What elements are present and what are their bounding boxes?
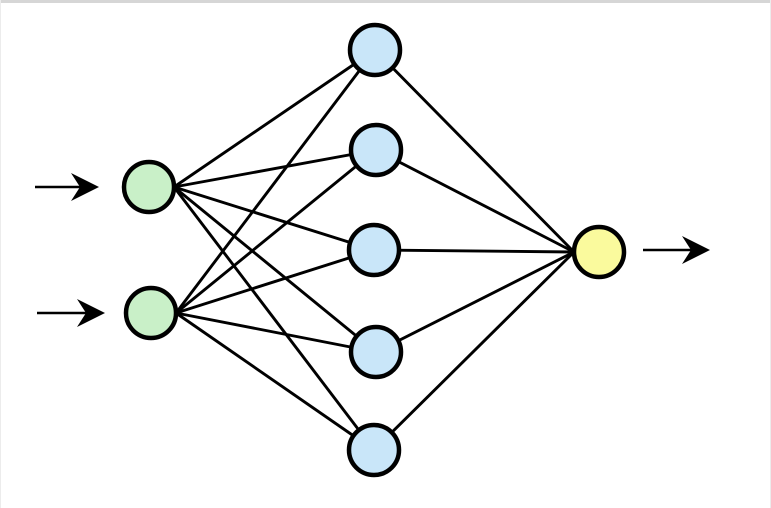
connection-line-input-1-to-hidden-5 xyxy=(172,186,376,451)
input-arrow-1-head-icon xyxy=(71,173,99,201)
output-arrow-head-icon xyxy=(682,236,710,264)
input-arrow-1 xyxy=(35,173,99,201)
connection-line-input-2-to-hidden-2 xyxy=(175,148,377,315)
connection-line-hidden-1-to-output-1 xyxy=(373,48,576,254)
connection-line-input-1-to-hidden-2 xyxy=(173,148,377,189)
connection-line-hidden-4-to-output-1 xyxy=(375,250,575,354)
connection-line-hidden-5-to-output-1 xyxy=(372,250,576,452)
input-node-1 xyxy=(121,159,177,215)
connection-line-input-2-to-hidden-5 xyxy=(175,311,375,452)
connection-line-input-2-to-hidden-3 xyxy=(175,248,375,315)
connection-line-hidden-2-to-output-1 xyxy=(375,148,575,254)
input-arrow-2-head-icon xyxy=(77,299,105,327)
connection-line-input-2-to-hidden-1 xyxy=(174,49,377,314)
connection-line-input-1-to-hidden-1 xyxy=(173,48,376,189)
hidden-node-1 xyxy=(347,22,403,78)
connection-line-hidden-3-to-output-1 xyxy=(373,248,575,254)
top-border-line xyxy=(1,0,770,3)
output-node-1 xyxy=(571,224,627,280)
hidden-node-2 xyxy=(348,122,404,178)
connection-line-input-1-to-hidden-4 xyxy=(173,185,377,354)
hidden-node-3 xyxy=(346,222,402,278)
output-arrow xyxy=(643,236,710,264)
connection-line-input-1-to-hidden-3 xyxy=(173,185,375,252)
input-node-2 xyxy=(123,285,179,341)
hidden-node-4 xyxy=(348,324,404,380)
input-arrow-2 xyxy=(37,299,105,327)
connection-line-input-2-to-hidden-4 xyxy=(175,311,377,354)
hidden-node-5 xyxy=(346,422,402,478)
